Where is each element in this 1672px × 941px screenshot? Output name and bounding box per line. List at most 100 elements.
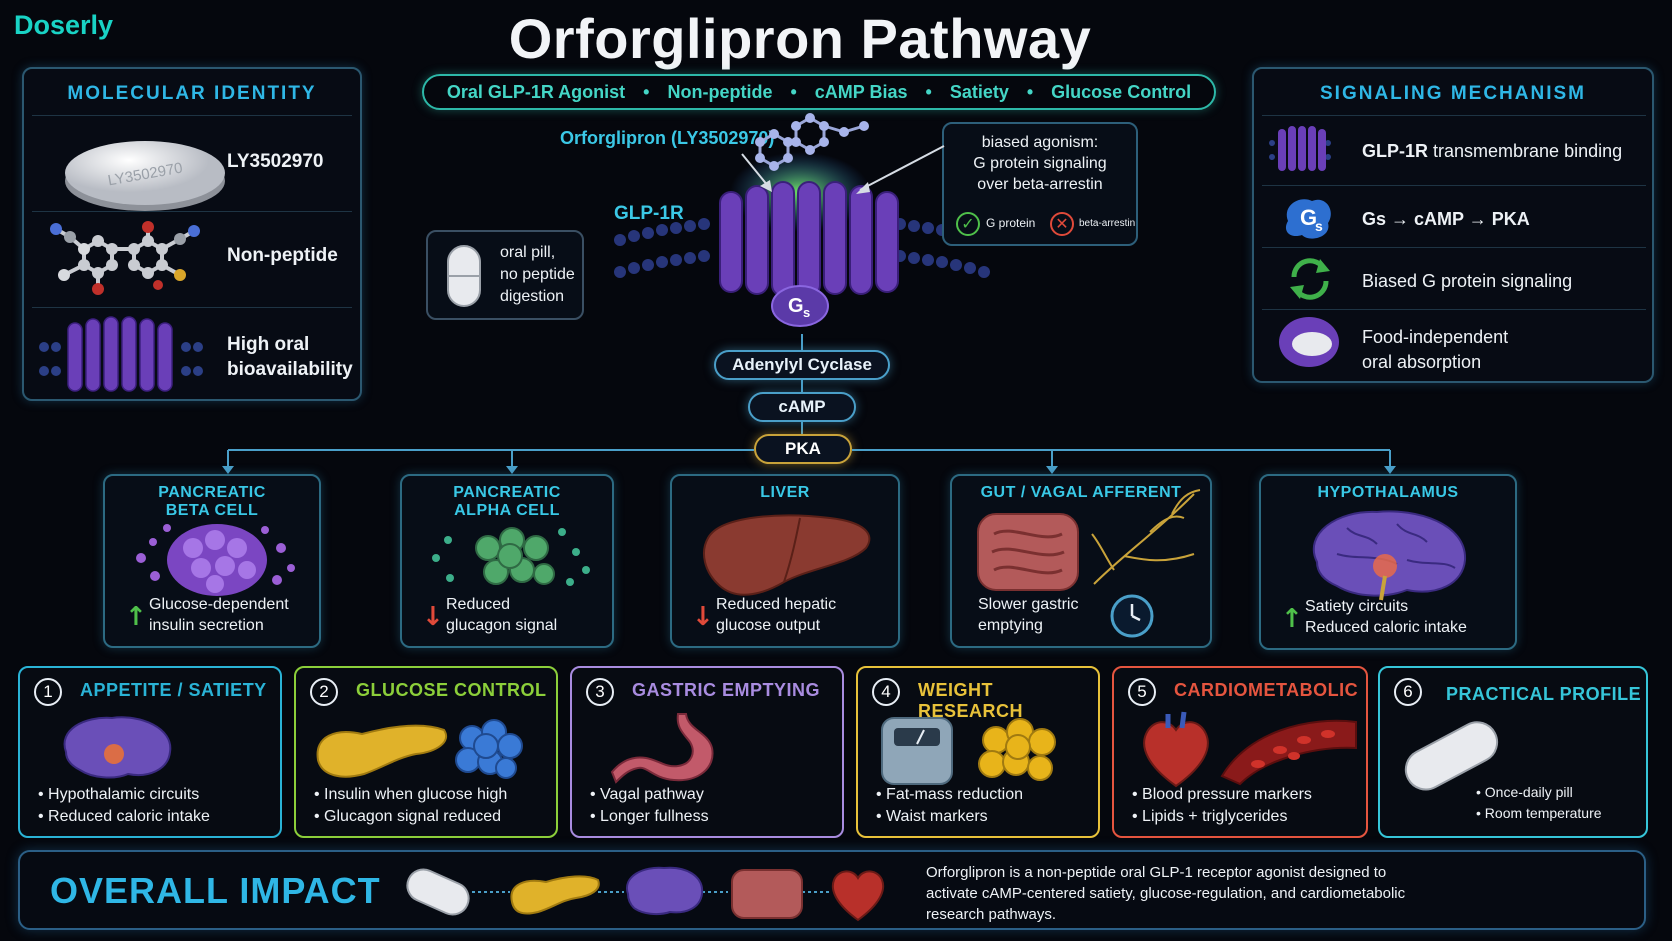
intestine-icon — [977, 513, 1079, 591]
gs-letter: G — [1300, 205, 1317, 230]
biased-agonism-box: biased agonism: G protein signaling over… — [942, 122, 1138, 246]
target-effect: Reduced hepatic glucose output — [716, 596, 837, 634]
card-number: 5 — [1128, 678, 1156, 706]
mechanism-text: transmembrane binding — [1428, 141, 1623, 161]
card-list: Hypothalamic circuits Reduced caloric in… — [38, 784, 210, 828]
card-list: Vagal pathway Longer fullness — [590, 784, 709, 828]
brand-logo: Doserly — [14, 10, 114, 40]
tag: Glucose Control — [1051, 81, 1192, 102]
target-title: LIVER — [760, 484, 810, 501]
oral-pill-box: oral pill, no peptide digestion — [426, 230, 584, 320]
identity-label: Non-peptide — [227, 245, 338, 266]
bias-pointer-arrow — [856, 145, 945, 194]
adenylyl-cyclase-node: Adenylyl Cyclase — [714, 350, 890, 380]
dot-separator: • — [1026, 81, 1034, 102]
impact-icon-chain — [406, 866, 885, 922]
decrease-arrow-icon: ↓ — [422, 602, 444, 632]
brain-icon — [63, 716, 172, 779]
heart-icon — [1143, 711, 1209, 788]
card-title: CARDIOMETABOLIC — [1174, 680, 1359, 700]
impact-summary: Orforglipron is a non-peptide oral GLP-1… — [926, 864, 1406, 923]
target-effect: Satiety circuits Reduced caloric intake — [1305, 598, 1467, 636]
target-liver: LIVER ↓ Reduced hepatic glucose output — [670, 474, 900, 648]
target-alpha-cell: PANCREATIC ALPHA CELL ↓ Reduced glucagon… — [400, 474, 614, 648]
pancreas-icon — [510, 875, 600, 915]
card-title: GLUCOSE CONTROL — [356, 680, 547, 700]
panel-title: SIGNALING MECHANISM — [1320, 83, 1586, 104]
row-divider — [1262, 115, 1646, 116]
row-divider — [1262, 185, 1646, 186]
heart-icon — [831, 870, 885, 922]
gs-subscript: s — [803, 305, 810, 320]
mechanism-row: GLP-1R transmembrane binding — [1362, 141, 1622, 162]
receptor-membrane-illustration: G s — [614, 113, 990, 327]
check-icon: ✓ — [956, 212, 980, 236]
pill-icon — [1404, 721, 1499, 791]
card-title: GASTRIC EMPTYING — [632, 680, 821, 700]
card-number: 6 — [1394, 678, 1422, 706]
beta-cell-icon — [136, 524, 295, 596]
mechanism-row: Gs → cAMP → PKA — [1362, 209, 1530, 229]
liver-icon — [703, 514, 871, 596]
card-number: 2 — [310, 678, 338, 706]
card-item: Once-daily pill — [1476, 782, 1602, 803]
card-list: Insulin when glucose high Glucagon signa… — [314, 784, 507, 828]
card-weight-research: 4 WEIGHT RESEARCH Fat-mass reduction Wai… — [856, 666, 1100, 838]
card-gastric-emptying: 3 GASTRIC EMPTYING Vagal pathway Longer … — [570, 666, 844, 838]
row-divider — [32, 115, 352, 116]
card-item: Lipids + triglycerides — [1132, 806, 1312, 828]
oral-pill-text: oral pill, no peptide digestion — [500, 244, 575, 305]
card-title: APPETITE / SATIETY — [80, 680, 267, 700]
card-glucose-control: 2 GLUCOSE CONTROL Insulin when glucose h… — [294, 666, 558, 838]
card-item: Waist markers — [876, 806, 1023, 828]
gs-letter: G — [788, 295, 804, 317]
camp-node: cAMP — [748, 392, 856, 422]
drug-label: Orforglipron (LY3502970) — [560, 128, 775, 148]
card-item: Reduced caloric intake — [38, 806, 210, 828]
row-divider — [32, 307, 352, 308]
target-effect: Slower gastric emptying — [978, 596, 1079, 634]
card-title: PRACTICAL PROFILE — [1446, 684, 1642, 704]
cell-cluster-icon — [455, 719, 523, 779]
target-title: PANCREATIC ALPHA CELL — [453, 484, 561, 519]
card-number: 3 — [586, 678, 614, 706]
dot-separator: • — [643, 81, 650, 102]
tag-bar: Oral GLP-1R Agonist• Non-peptide• cAMP B… — [422, 74, 1216, 110]
drug-pointer-arrow — [741, 153, 772, 192]
card-item: Insulin when glucose high — [314, 784, 507, 806]
pancreas-icon — [316, 724, 447, 778]
card-cardiometabolic: 5 CARDIOMETABOLIC Blood pressure markers… — [1112, 666, 1368, 838]
row-divider — [1262, 247, 1646, 248]
stomach-icon — [610, 713, 714, 784]
dot-separator: • — [790, 81, 797, 102]
molecular-identity-panel: MOLECULAR IDENTITY LY3502970 LY3502970 N… — [22, 67, 362, 401]
nerve-icon — [1091, 489, 1201, 585]
card-item: Glucagon signal reduced — [314, 806, 507, 828]
tablet-icon: LY3502970 — [65, 141, 225, 211]
decrease-arrow-icon: ↓ — [692, 602, 714, 632]
card-title: WEIGHT RESEARCH — [918, 680, 1024, 721]
mechanism-row: Biased G protein signaling — [1362, 271, 1573, 291]
card-list: Fat-mass reduction Waist markers — [876, 784, 1023, 828]
row-divider — [1262, 309, 1646, 310]
signaling-mechanism-panel: SIGNALING MECHANISM GLP-1R transmembrane… — [1252, 67, 1654, 383]
pill-icon — [447, 245, 481, 307]
mechanism-row: Food-independent oral absorption — [1362, 327, 1509, 372]
card-number: 1 — [34, 678, 62, 706]
clock-icon — [1110, 594, 1154, 638]
target-title: GUT / VAGAL AFFERENT — [980, 484, 1182, 501]
panel-title: MOLECULAR IDENTITY — [67, 83, 317, 104]
overall-impact-bar: OVERALL IMPACT Orforglipron is a non-pep… — [18, 850, 1646, 930]
impact-title: OVERALL IMPACT — [50, 870, 381, 911]
target-title: PANCREATIC BETA CELL — [158, 484, 266, 519]
card-item: Blood pressure markers — [1132, 784, 1312, 806]
membrane-receptor-icon — [39, 316, 203, 392]
increase-arrow-icon: ↑ — [125, 602, 147, 632]
molecule-structure-icon — [50, 221, 200, 295]
card-list: Blood pressure markers Lipids + triglyce… — [1132, 784, 1312, 828]
card-appetite-satiety: 1 APPETITE / SATIETY Hypothalamic circui… — [18, 666, 282, 838]
target-gut-vagal: GUT / VAGAL AFFERENT Slower gastric empt… — [950, 474, 1212, 648]
row-divider — [32, 211, 352, 212]
card-item: Vagal pathway — [590, 784, 709, 806]
pill-icon — [406, 868, 470, 916]
